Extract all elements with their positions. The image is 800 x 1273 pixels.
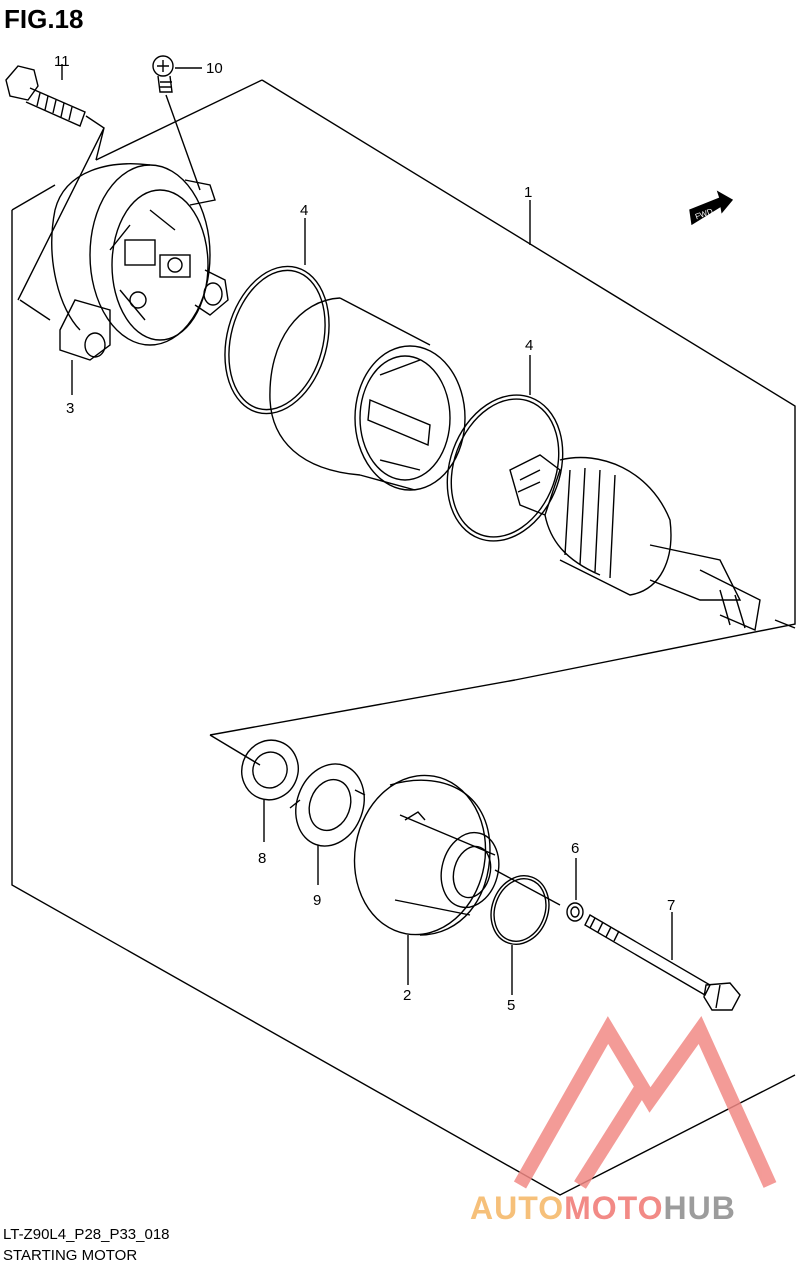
armature (509, 454, 761, 631)
lock-washer-9 (289, 763, 366, 847)
callout-1: 1 (524, 184, 532, 201)
end-cover-3 (19, 163, 229, 361)
figure-code: LT-Z90L4_P28_P33_018 (3, 1226, 170, 1243)
callout-4-lower: 4 (525, 337, 533, 354)
callout-7: 7 (667, 897, 675, 914)
callout-5: 5 (507, 997, 515, 1014)
front-bracket-2 (353, 774, 500, 936)
through-bolt-7 (584, 914, 741, 1011)
callout-11: 11 (54, 53, 70, 70)
o-ring-4-lower (446, 394, 564, 542)
callout-9: 9 (313, 892, 321, 909)
callout-2: 2 (403, 987, 411, 1004)
callout-3: 3 (66, 400, 74, 417)
watermark-auto: AUTO (470, 1190, 565, 1226)
callout-8: 8 (258, 850, 266, 867)
watermark-hub: HUB (663, 1190, 736, 1226)
fwd-arrow-icon: FWD (689, 190, 734, 226)
o-ring-4-upper (224, 265, 330, 415)
washer-6 (566, 902, 584, 922)
watermark-text: AUTOMOTOHUB (470, 1190, 736, 1227)
figure-name: STARTING MOTOR (3, 1247, 138, 1264)
figure-title: FIG.18 (4, 4, 84, 34)
o-ring-5 (490, 875, 550, 945)
callout-10: 10 (206, 60, 223, 77)
screw-10 (152, 55, 174, 93)
watermark-moto: MOTO (564, 1190, 664, 1226)
callout-4-upper: 4 (300, 202, 308, 219)
assembly-outline (261, 79, 796, 681)
bolt-11 (5, 65, 105, 301)
callout-6: 6 (571, 840, 579, 857)
yoke (269, 297, 466, 491)
washer-8 (241, 739, 299, 801)
triangle-logo-icon (513, 1016, 777, 1189)
